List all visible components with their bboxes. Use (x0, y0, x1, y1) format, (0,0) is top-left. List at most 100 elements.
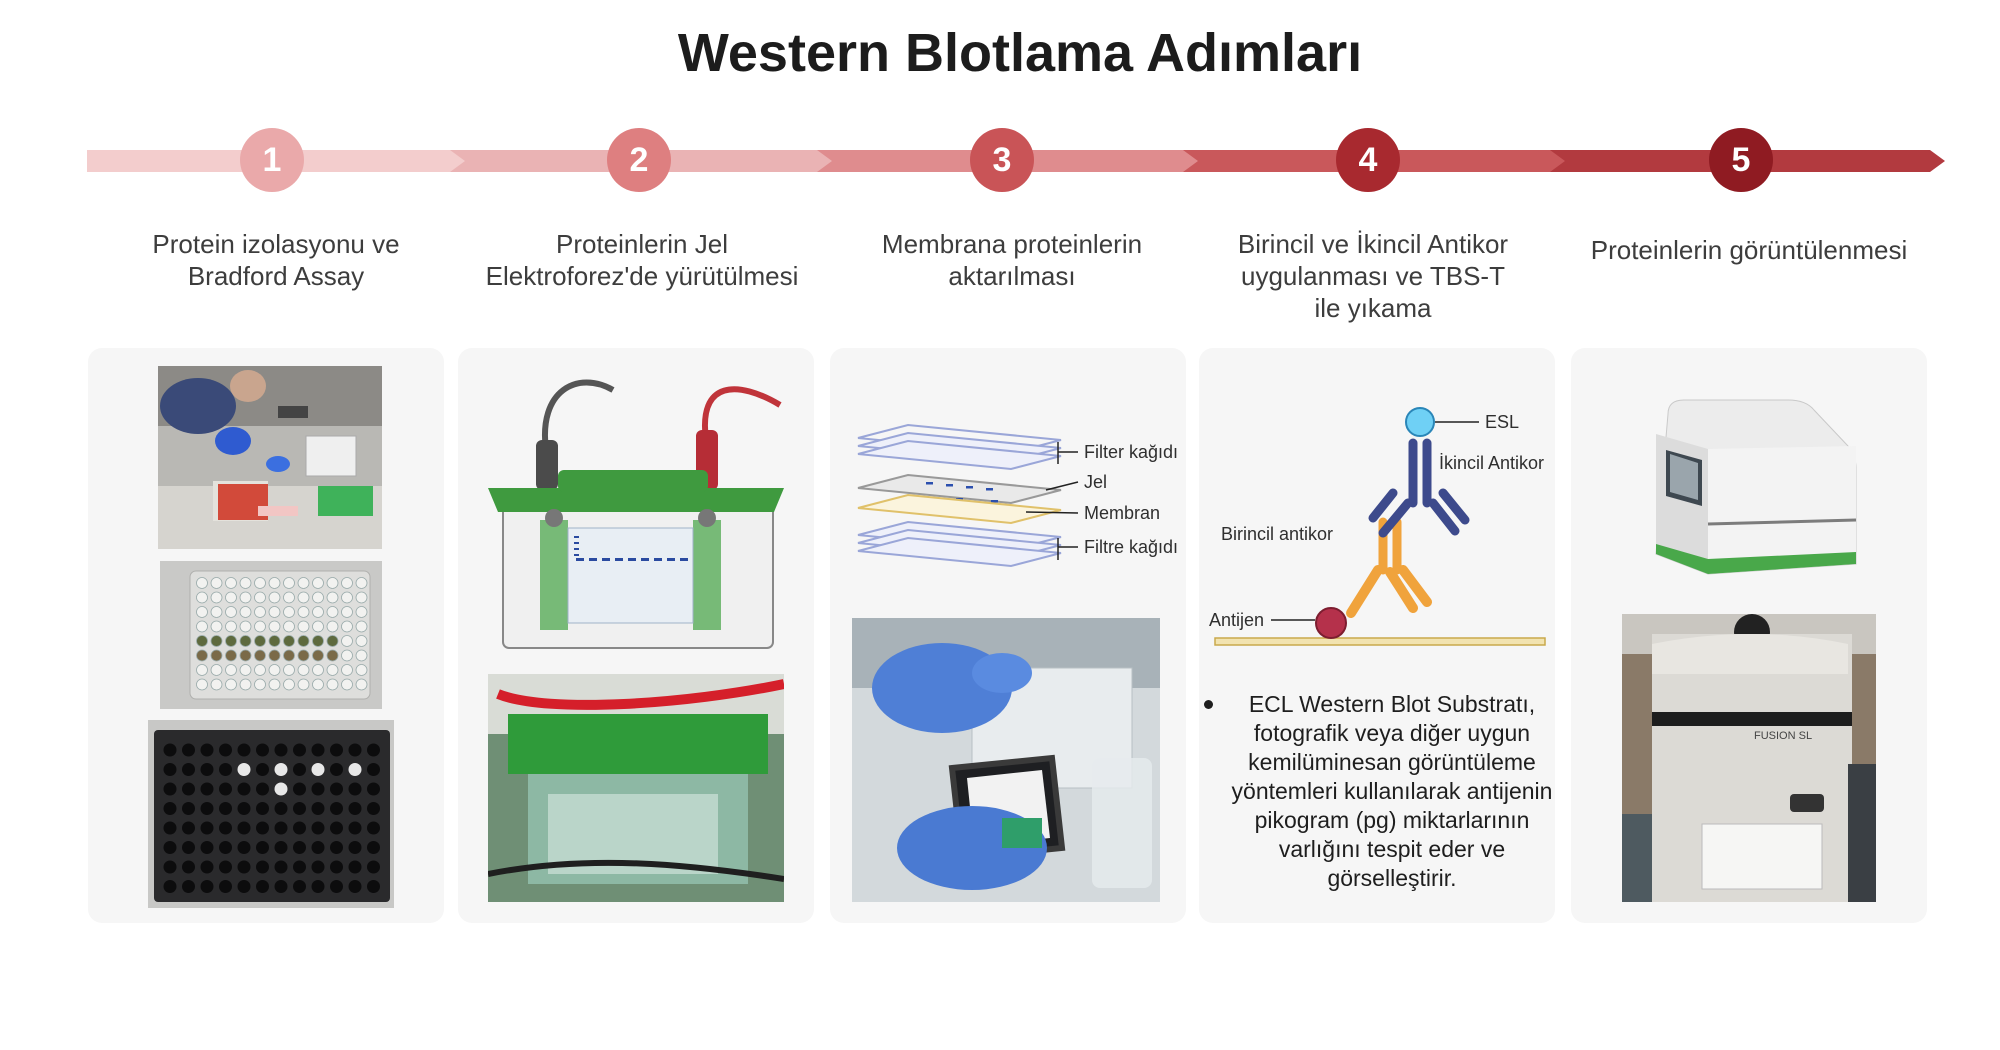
plate-well (210, 678, 223, 691)
rack-hole (182, 860, 195, 874)
plate-well (312, 664, 324, 676)
rack-hole (293, 782, 306, 796)
plate-well (326, 678, 339, 691)
rack-hole (163, 802, 177, 815)
rack-hole (237, 782, 251, 796)
rack-hole (293, 763, 306, 776)
step-label-2-line1: Proteinlerin Jel (556, 229, 728, 259)
rack-hole (274, 841, 288, 854)
rack-hole (256, 841, 269, 854)
plate-well (225, 620, 237, 633)
step-label-5-line1: Proteinlerin görüntülenmesi (1590, 235, 1908, 265)
rack-hole (163, 763, 177, 776)
plate-well (239, 577, 252, 589)
rack-hole (200, 763, 214, 776)
plate-well (326, 606, 339, 618)
transfer-band (966, 486, 973, 489)
plate-well (355, 591, 368, 604)
rack-hole (274, 743, 288, 757)
label-primary: Birincil antikor (1221, 524, 1333, 544)
photo-gel-tank (488, 674, 784, 902)
step-label-2-line2: Elektroforez'de yürütülmesi (485, 261, 799, 291)
rack-hole (367, 802, 380, 815)
plate-well (196, 649, 208, 662)
plate-well (326, 664, 339, 676)
plate-well (210, 664, 223, 676)
rack-hole (219, 743, 232, 757)
rack-hole (367, 821, 380, 835)
ecl-description: ECL Western Blot Substratı, fotografik v… (1231, 691, 1553, 891)
plate-well (225, 664, 237, 676)
rack-hole (182, 802, 195, 815)
plate-well (326, 591, 339, 604)
ladder-band (574, 542, 579, 544)
rack-hole (200, 782, 214, 796)
step-label-2: Proteinlerin Jel Elektroforez'de yürütül… (472, 228, 812, 292)
rack-hole (219, 763, 232, 776)
plate-well (268, 606, 281, 618)
plate-well (268, 591, 281, 604)
plate-well (196, 620, 208, 633)
step-number-1: 1 (240, 128, 304, 192)
plate-well (283, 577, 295, 589)
rack-hole (219, 821, 232, 835)
gel-band (641, 558, 649, 561)
plate-well (312, 620, 324, 633)
rack-hole (274, 821, 288, 835)
label-secondary: İkincil Antikor (1439, 453, 1544, 473)
step-label-5: Proteinlerin görüntülenmesi (1569, 234, 1929, 266)
plate-well (297, 620, 310, 633)
plate-well (326, 649, 339, 662)
rack-hole (348, 802, 362, 815)
rack-hole (182, 841, 195, 854)
plate-well (297, 577, 310, 589)
photo-protein-isolation (158, 366, 382, 549)
plate-well (326, 620, 339, 633)
plate-well (283, 664, 295, 676)
rack-hole (367, 743, 380, 757)
photo-tube-rack (148, 720, 394, 908)
rack-hole (274, 802, 288, 815)
step-label-3: Membrana proteinlerin aktarılması (842, 228, 1182, 292)
plate-well (297, 591, 310, 604)
rack-hole (256, 782, 269, 796)
rack-hole (348, 860, 362, 874)
plate-well (239, 606, 252, 618)
rack-hole (330, 743, 343, 757)
step-label-1-line1: Protein izolasyonu ve (152, 229, 400, 259)
rack-hole (367, 880, 380, 893)
rack-hole (274, 880, 288, 893)
rack-hole (237, 821, 251, 835)
plate-well (341, 649, 353, 662)
plate-well (254, 649, 266, 662)
rack-hole (311, 802, 325, 815)
plate-well (297, 649, 310, 662)
rack-hole (256, 860, 269, 874)
plate-well (225, 591, 237, 604)
plate-well (239, 620, 252, 633)
plate-well (355, 678, 368, 691)
rack-hole (330, 802, 343, 815)
plate-well (239, 635, 252, 647)
photo-bradford-plate (160, 561, 382, 709)
transfer-band (946, 484, 953, 487)
plate-well (355, 620, 368, 633)
label-gel: Jel (1084, 472, 1107, 492)
rack-hole (256, 821, 269, 835)
plate-well (210, 591, 223, 604)
plate-well (283, 635, 295, 647)
rack-hole (293, 880, 306, 893)
rack-hole (163, 841, 177, 854)
rack-hole (237, 802, 251, 815)
rack-hole (293, 802, 306, 815)
photo-membrane-transfer (852, 618, 1160, 902)
plate-well (268, 577, 281, 589)
step-number-2: 2 (607, 128, 671, 192)
plate-well (283, 620, 295, 633)
imager-illustration (1655, 399, 1857, 575)
step-label-4-line3: ile yıkama (1314, 293, 1432, 323)
step-number-3: 3 (970, 128, 1034, 192)
plate-well (268, 635, 281, 647)
gel-band (602, 558, 610, 561)
plate-well (312, 577, 324, 589)
